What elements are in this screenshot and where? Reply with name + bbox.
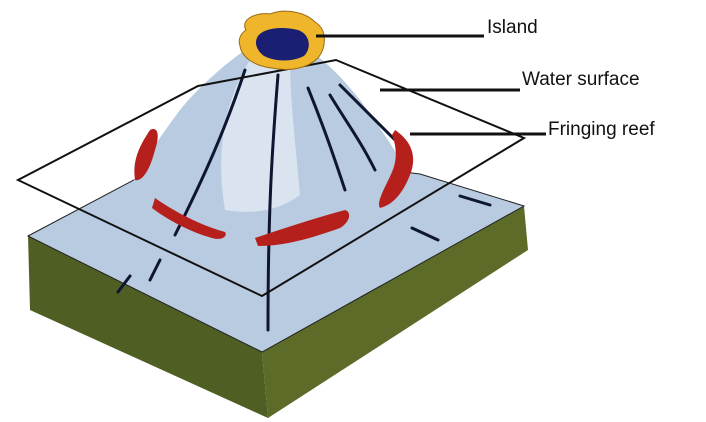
fringing-reef-label: Fringing reef <box>548 120 655 139</box>
island-core <box>256 28 309 61</box>
water-surface-label: Water surface <box>522 70 640 89</box>
island-label: Island <box>487 18 538 37</box>
